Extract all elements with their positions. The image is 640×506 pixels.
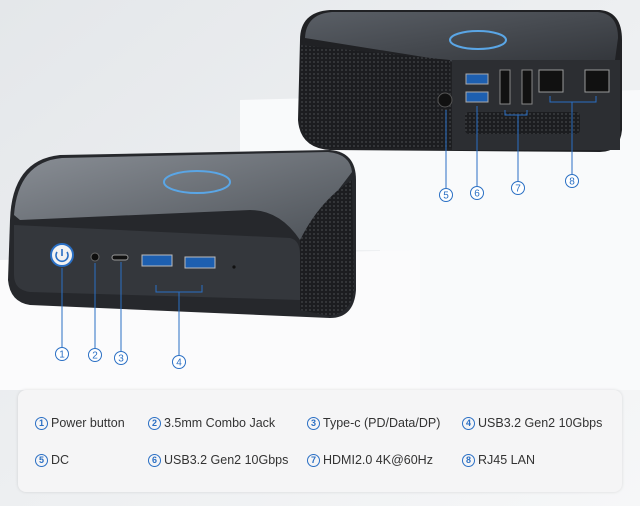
legend-label: DC: [51, 453, 70, 467]
legend-label: USB3.2 Gen2 10Gbps: [164, 453, 289, 467]
callout-5: 5: [443, 191, 449, 202]
leader-lines: [61, 96, 597, 355]
usb-port: [465, 91, 489, 103]
legend-number: 8: [462, 453, 475, 467]
vent-mesh: [300, 45, 452, 148]
logo-ring: [449, 30, 507, 50]
callout-1: 1: [59, 350, 65, 361]
usb-port: [465, 73, 489, 85]
callout-3: 3: [118, 354, 124, 365]
vent-mesh: [300, 180, 354, 316]
legend-label: Type-c (PD/Data/DP): [323, 416, 441, 430]
legend-number: 5: [35, 453, 48, 467]
callout-4: 4: [176, 358, 182, 369]
rj45-port: [584, 69, 610, 93]
logo-ring: [163, 170, 231, 194]
callout-6: 6: [474, 189, 480, 200]
legend-label: 3.5mm Combo Jack: [164, 416, 276, 430]
callout-2: 2: [92, 351, 98, 362]
legend-label: RJ45 LAN: [478, 453, 535, 467]
bottom-vent: [465, 112, 580, 134]
hdmi-port: [499, 69, 511, 105]
power-icon: [55, 249, 69, 263]
legend-number: 3: [307, 416, 320, 430]
legend-number: 6: [148, 453, 161, 467]
legend-number: 4: [462, 416, 475, 430]
audio-jack: [90, 252, 100, 262]
hdmi-port: [521, 69, 533, 105]
legend-label: Power button: [51, 416, 125, 430]
callout-8: 8: [569, 177, 575, 188]
callout-7: 7: [515, 184, 521, 195]
legend-number: 7: [307, 453, 320, 467]
legend-number: 2: [148, 416, 161, 430]
usb-port: [141, 254, 173, 267]
usb-c-port: [111, 254, 129, 261]
mini-pc-front-view: [8, 150, 356, 318]
callout-markers: 1 2 3 4 5 6 7 8: [55, 174, 579, 369]
legend-label: USB3.2 Gen2 10Gbps: [478, 416, 603, 430]
legend-number: 1: [35, 416, 48, 430]
mini-pc-back-view: [298, 10, 622, 152]
legend-label: HDMI2.0 4K@60Hz: [323, 453, 433, 467]
usb-port: [184, 256, 216, 269]
dc-jack: [437, 92, 453, 108]
rj45-port: [538, 69, 564, 93]
